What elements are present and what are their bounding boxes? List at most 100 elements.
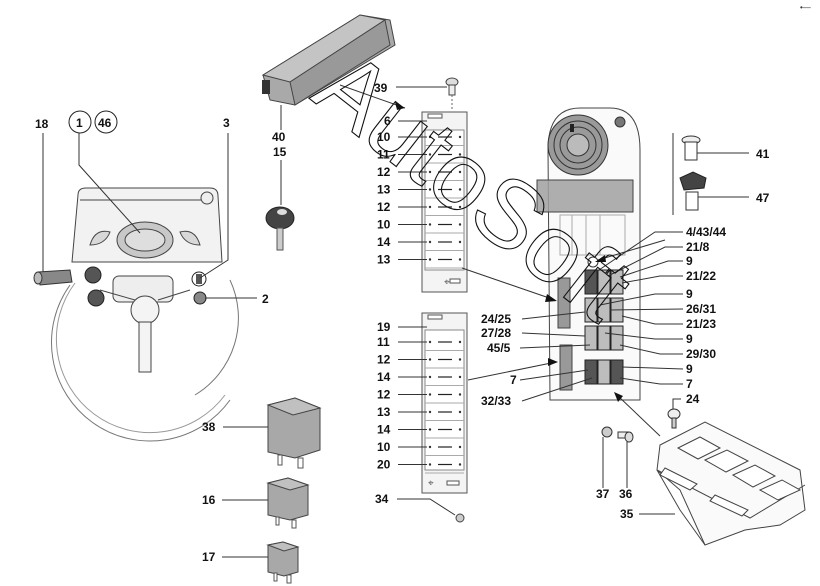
callout-41: 41 — [756, 147, 770, 161]
fuse-upper-callout-1: 10 — [377, 130, 391, 144]
callout-7-left: 7 — [510, 373, 517, 387]
fuse-slot-terminal — [458, 188, 462, 191]
callout-24-right: 24 — [686, 392, 700, 406]
fuse-upper-callout-6: 10 — [377, 218, 391, 232]
panel-relay-2-1 — [597, 325, 611, 351]
fuse-upper-callout-2: 11 — [377, 148, 390, 162]
light-switch-knob — [84, 266, 102, 284]
fuse-slot-terminal — [428, 358, 432, 361]
callout-21-8: 21/8 — [686, 240, 710, 254]
fuse-lower-callout-8: 20 — [377, 458, 391, 472]
panel-relay-3-2 — [610, 359, 624, 385]
fuse-slot-terminal — [428, 445, 432, 449]
fuse-slot-terminal — [458, 223, 462, 226]
panel-left-callouts: 24/25 27/28 45/5 7 32/33 — [481, 311, 593, 408]
callout-16: 16 — [202, 493, 216, 507]
callout-46: 46 — [98, 116, 112, 130]
knob-24 — [667, 408, 681, 429]
callout-32-33: 32/33 — [481, 394, 511, 408]
fuse-slot-terminal — [428, 375, 432, 379]
fuse-slot-terminal — [458, 170, 462, 174]
fuse-lower-callout-2: 12 — [377, 353, 391, 367]
relay-38 — [266, 397, 322, 469]
fuse-upper-callout-7: 14 — [377, 235, 391, 249]
relay-16 — [266, 477, 310, 529]
callout-35: 35 — [620, 507, 634, 521]
callout-27-28: 27/28 — [481, 326, 511, 340]
fuse-slot-terminal — [458, 410, 462, 414]
fuse-slot-terminal — [428, 428, 432, 431]
callout-37: 37 — [596, 487, 610, 501]
combination-switch-stalk — [37, 269, 73, 286]
fuse-slot-terminal — [458, 463, 462, 466]
callout-38: 38 — [202, 420, 216, 434]
fuse-lower-callout-4: 12 — [377, 388, 391, 402]
dashboard-assembly — [33, 187, 239, 442]
fuse-screw-39 — [445, 77, 459, 96]
fuse-slot-terminal — [428, 170, 432, 174]
fuse-strip-lower: ⌖ — [421, 312, 468, 494]
relay-17 — [266, 541, 300, 584]
panel-relay-3-1 — [597, 359, 611, 385]
callout-1: 1 — [76, 116, 83, 130]
fuse-slot-terminal — [458, 135, 462, 139]
fuse-slot-terminal — [458, 393, 462, 396]
callout-34: 34 — [375, 492, 389, 506]
panel-relay-3-0 — [584, 359, 598, 385]
fuse-slot-terminal — [428, 223, 432, 226]
arrow-head — [395, 102, 405, 110]
callout-40: 40 — [272, 130, 286, 144]
callout-2: 2 — [262, 292, 269, 306]
fuse-slot-terminal — [458, 445, 462, 449]
callout-9-d: 9 — [686, 362, 693, 376]
fuse-slot-terminal — [458, 340, 462, 344]
callout-9-c: 9 — [686, 332, 693, 346]
callout-39: 39 — [374, 81, 388, 95]
fuse-slot-terminal — [428, 153, 432, 156]
fuse-lower-callout-7: 10 — [377, 440, 391, 454]
fuse-lower-callout-3: 14 — [377, 370, 391, 384]
fuse-slot-terminal — [428, 463, 432, 466]
fuse-slot-terminal — [458, 153, 462, 156]
wiper-switch-knob — [87, 289, 105, 307]
svg-text:⌖: ⌖ — [428, 478, 434, 489]
callout-circle-1 — [68, 110, 92, 134]
callout-7-right: 7 — [686, 377, 693, 391]
panel-relay-2-0 — [584, 325, 598, 351]
fuse-slot-terminal — [428, 205, 432, 209]
callout-21-23: 21/23 — [686, 317, 716, 331]
panel-relay-0-1 — [597, 269, 611, 295]
callout-15: 15 — [273, 145, 287, 159]
fuse-box-cover-35 — [656, 421, 806, 546]
fuse-lower-callout-6: 14 — [377, 423, 391, 437]
fuse-upper-callout-3: 12 — [377, 165, 391, 179]
fuse-upper-callout-4: 13 — [377, 183, 391, 197]
fuse-lower-callout-0: 19 — [377, 320, 391, 334]
corner-mark: •— — [800, 3, 811, 12]
callout-45-5: 45/5 — [487, 341, 511, 355]
ignition-key — [265, 206, 295, 251]
panel-relay-2-2 — [610, 325, 624, 351]
callout-47: 47 — [756, 191, 770, 205]
fuse-strip-upper: ⌖ — [421, 111, 468, 293]
callout-21-22: 21/22 — [686, 269, 716, 283]
fuse-slot-terminal — [428, 410, 432, 414]
fuse-slot-terminal — [428, 240, 432, 244]
bolt-36 — [617, 431, 634, 443]
fuse-lower-callout-5: 13 — [377, 405, 391, 419]
screw-37 — [601, 426, 613, 438]
callout-circle-46 — [94, 110, 118, 134]
panel-relay-0-0 — [584, 269, 598, 295]
fuse-cap-47 — [679, 171, 707, 211]
callout-18: 18 — [35, 117, 49, 131]
fuse-upper-callout-0: 6 — [384, 114, 391, 128]
callout-3: 3 — [223, 116, 230, 130]
fuse-upper-callout-5: 12 — [377, 200, 391, 214]
fuse-slot-terminal — [458, 258, 462, 261]
callout-36: 36 — [619, 487, 633, 501]
callout-17: 17 — [202, 550, 216, 564]
panel-relay-0-2 — [610, 269, 624, 295]
fuse-puller-34 — [455, 513, 465, 523]
